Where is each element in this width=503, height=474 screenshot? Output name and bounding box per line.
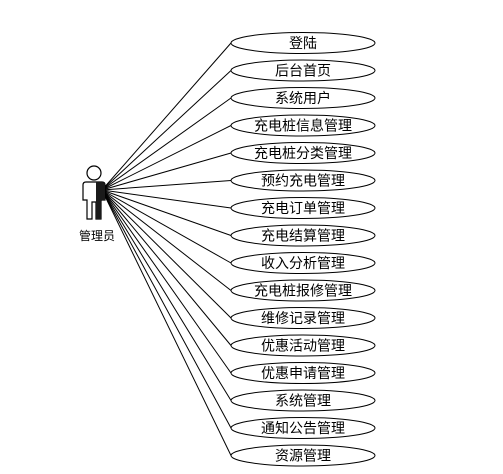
association-lines [101,42,232,456]
use-cases: 登陆后台首页系统用户充电桩信息管理充电桩分类管理预约充电管理充电订单管理充电结算… [230,32,376,467]
use-case-ellipse [230,444,376,467]
association-line [101,189,232,456]
use-case-label: 后台首页 [275,64,331,80]
use-case-label: 充电桩报修管理 [254,283,352,300]
use-case-label: 充电订单管理 [261,201,345,217]
use-case-ellipse [230,252,376,274]
use-case: 登陆 [230,32,376,54]
use-case-ellipse [230,169,376,192]
association-line [101,189,232,236]
use-case-ellipse [230,389,376,412]
association-line [101,42,232,191]
use-case-label: 系统用户 [275,90,331,107]
association-line [101,189,232,209]
use-case-ellipse [230,32,376,54]
association-line [101,189,232,319]
use-case-label: 预约充电管理 [261,174,345,190]
use-case-label: 充电桩信息管理 [254,118,352,135]
use-case-ellipse [230,197,376,219]
use-case: 收入分析管理 [230,252,376,274]
use-case-ellipse [230,279,376,302]
actor: 管理员 [79,165,115,243]
use-case-label: 通知公告管理 [261,420,345,437]
use-case-label: 维修记录管理 [261,311,345,327]
association-line [101,189,232,264]
use-case: 维修记录管理 [230,307,376,329]
association-line [101,70,232,191]
association-line [101,152,232,191]
use-case-ellipse [230,142,376,164]
use-case: 通知公告管理 [230,417,376,439]
use-case: 充电桩信息管理 [230,114,376,137]
association-line [101,189,232,429]
use-case: 充电订单管理 [230,197,376,219]
use-case-ellipse [230,87,376,109]
use-case-ellipse [230,114,376,137]
association-line [101,189,232,291]
association-line [101,125,232,191]
person-icon [82,165,106,220]
use-case-ellipse [230,307,376,329]
use-case-label: 充电结算管理 [261,229,345,245]
use-case: 充电桩分类管理 [230,142,376,164]
use-case-label: 登陆 [289,36,317,52]
use-case: 充电桩报修管理 [230,279,376,302]
association-line [101,97,232,191]
association-line [101,189,232,401]
use-case-ellipse [230,362,376,384]
use-case-label: 优惠活动管理 [261,339,345,355]
use-case: 系统用户 [230,87,376,109]
use-case: 预约充电管理 [230,169,376,192]
association-line [101,189,232,346]
use-case-label: 充电桩分类管理 [254,145,352,162]
use-case-label: 系统管理 [275,394,331,410]
use-case-label: 收入分析管理 [261,256,345,272]
use-case-ellipse [230,59,376,82]
use-case: 优惠活动管理 [230,334,376,357]
use-case-ellipse [230,334,376,357]
actor-label: 管理员 [79,228,115,243]
use-case-ellipse [230,224,376,247]
use-case: 系统管理 [230,389,376,412]
use-case-ellipse [230,417,376,439]
use-case: 优惠申请管理 [230,362,376,384]
association-line [101,180,232,191]
use-case: 后台首页 [230,59,376,82]
use-case: 资源管理 [230,444,376,467]
use-case: 充电结算管理 [230,224,376,247]
use-case-label: 优惠申请管理 [261,366,345,382]
use-case-label: 资源管理 [275,449,331,465]
association-line [101,189,232,374]
